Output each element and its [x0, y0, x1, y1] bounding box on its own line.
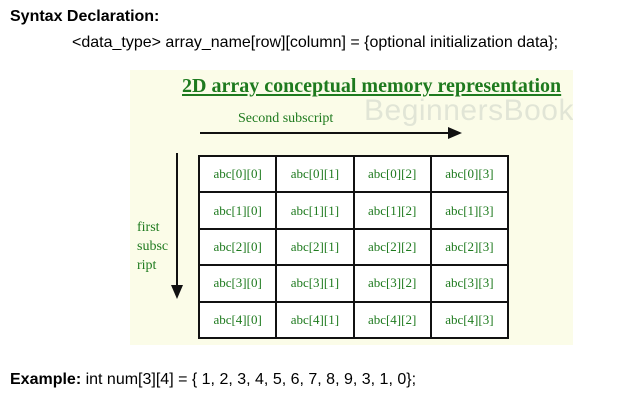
example-code: int num[3][4] = { 1, 2, 3, 4, 5, 6, 7, 8…: [81, 371, 417, 388]
watermark-text: BeginnersBook.c: [364, 94, 573, 127]
array-grid: abc[0][0] abc[0][1] abc[0][2] abc[0][3] …: [197, 154, 510, 340]
grid-cell: abc[4][0]: [197, 300, 278, 340]
first-subscript-line: subsc: [137, 239, 169, 254]
grid-cell: abc[2][3]: [429, 227, 510, 267]
grid-cell: abc[1][3]: [429, 191, 510, 230]
grid-row: abc[0][0] abc[0][1] abc[0][2] abc[0][3]: [197, 154, 510, 194]
diagram-panel: BeginnersBook.c 2D array conceptual memo…: [130, 70, 573, 345]
right-arrow-icon: [200, 127, 462, 139]
grid-cell: abc[0][3]: [429, 154, 510, 194]
syntax-declaration-line: <data_type> array_name[row][column] = {o…: [72, 34, 559, 51]
grid-cell: abc[2][0]: [197, 227, 278, 267]
first-subscript-label: first subsc ript: [137, 218, 168, 275]
grid-cell: abc[3][3]: [429, 264, 510, 303]
grid-cell: abc[4][3]: [429, 300, 510, 340]
grid-row: abc[3][0] abc[3][1] abc[3][2] abc[3][3]: [197, 264, 510, 303]
grid-cell: abc[3][1]: [275, 264, 355, 303]
example-label: Example:: [10, 371, 82, 388]
grid-cell: abc[1][1]: [275, 191, 355, 230]
grid-cell: abc[4][1]: [275, 300, 355, 340]
grid-cell: abc[2][2]: [352, 227, 432, 267]
grid-cell: abc[1][2]: [352, 191, 432, 230]
grid-cell: abc[1][0]: [197, 191, 278, 230]
first-subscript-line: first: [137, 220, 160, 235]
grid-row: abc[1][0] abc[1][1] abc[1][2] abc[1][3]: [197, 191, 510, 230]
grid-cell: abc[0][0]: [197, 154, 278, 194]
grid-row: abc[2][0] abc[2][1] abc[2][2] abc[2][3]: [197, 227, 510, 267]
grid-cell: abc[3][0]: [197, 264, 278, 303]
grid-cell: abc[2][1]: [275, 227, 355, 267]
grid-row: abc[4][0] abc[4][1] abc[4][2] abc[4][3]: [197, 300, 510, 340]
grid-cell: abc[3][2]: [352, 264, 432, 303]
syntax-heading: Syntax Declaration:: [10, 8, 160, 25]
grid-cell: abc[0][2]: [352, 154, 432, 194]
first-subscript-line: ript: [137, 258, 157, 273]
grid-cell: abc[0][1]: [275, 154, 355, 194]
second-subscript-label: Second subscript: [238, 111, 334, 126]
example-line: Example: int num[3][4] = { 1, 2, 3, 4, 5…: [10, 371, 416, 389]
diagram-title: 2D array conceptual memory representatio…: [182, 75, 562, 97]
grid-cell: abc[4][2]: [352, 300, 432, 340]
down-arrow-icon: [171, 153, 183, 299]
